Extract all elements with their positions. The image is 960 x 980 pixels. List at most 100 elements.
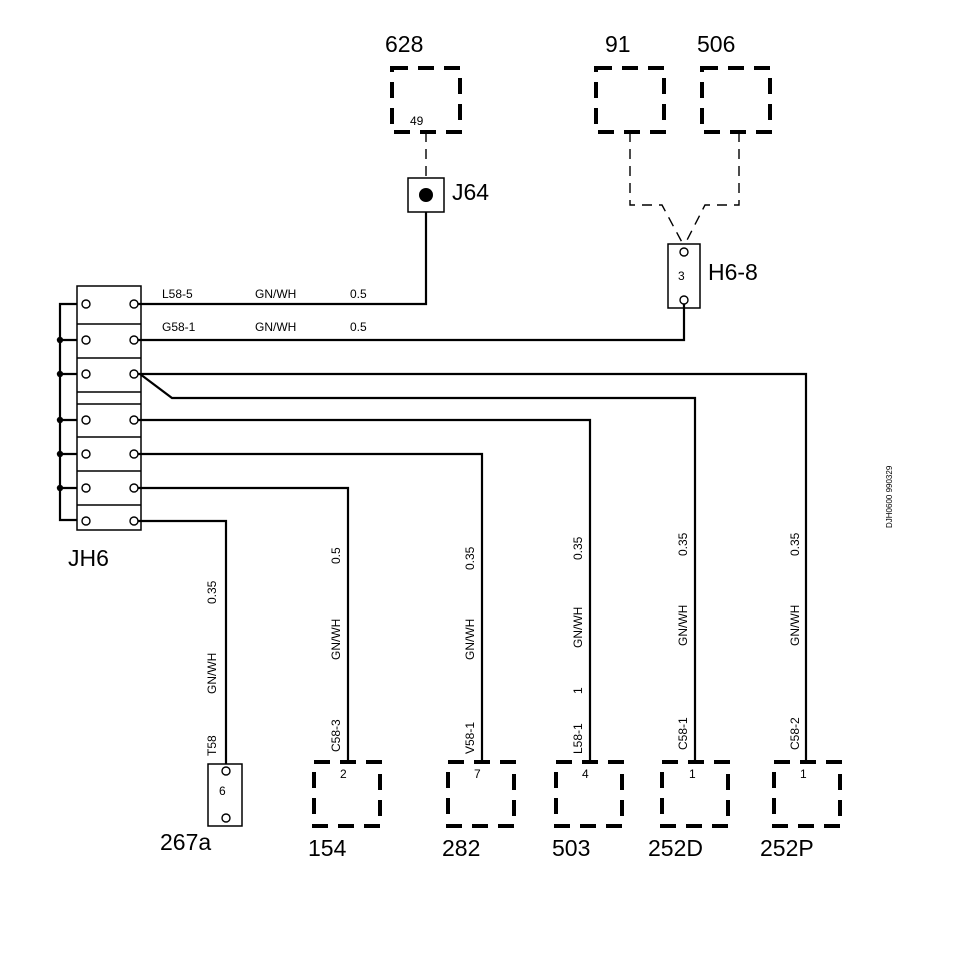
wire-l58-5-id: L58-5 <box>162 287 193 301</box>
wire-t58-id: T58 <box>205 735 219 756</box>
wire-c58-3-color: GN/WH <box>329 619 343 660</box>
wire-g58-1-color: GN/WH <box>255 320 296 334</box>
wire-c58-1-size: 0.35 <box>676 532 690 556</box>
component-91-box <box>594 66 666 134</box>
pin-icon <box>81 369 91 379</box>
connector-j64: J64 <box>407 177 489 213</box>
wire-l58-5 <box>138 212 428 306</box>
wire-c58-3-id: C58-3 <box>329 719 343 752</box>
component-252p: 1 252P <box>760 760 842 861</box>
junction-jh6-body <box>76 285 142 531</box>
component-154-box <box>312 760 382 828</box>
splice-dot <box>419 188 433 202</box>
wire-c58-1-labels: 0.35 GN/WH C58-1 <box>676 532 690 750</box>
junction-jh6-bus <box>58 302 77 522</box>
wire-l58-1 <box>138 418 592 762</box>
wire-c58-2-size: 0.35 <box>788 532 802 556</box>
connector-j64-label: J64 <box>452 179 489 205</box>
component-252d-box <box>660 760 730 828</box>
junction-jh6: JH6 <box>56 285 142 571</box>
component-252d-label: 252D <box>648 835 703 861</box>
link-91-h68 <box>629 132 685 247</box>
component-91: 91 <box>594 31 666 134</box>
component-252d-pin: 1 <box>689 767 696 781</box>
wire-g58-1-size: 0.5 <box>350 320 367 334</box>
wire-l58-1-id: L58-1 <box>571 723 585 754</box>
connector-267a: 6 267a <box>160 763 243 855</box>
wire-v58-1-labels: 0.35 GN/WH V58-1 <box>463 546 477 754</box>
component-282-box <box>446 760 516 828</box>
wire-l58-1-extra: 1 <box>571 687 585 694</box>
pin-icon <box>81 516 91 526</box>
junction-jh6-dividers <box>77 323 141 506</box>
wire-c58-1 <box>139 373 697 762</box>
component-506-label: 506 <box>697 31 735 57</box>
pin-icon <box>81 449 91 459</box>
component-154-pin: 2 <box>340 767 347 781</box>
diagram-code: DJH0600 990329 <box>885 465 894 528</box>
junction-jh6-label: JH6 <box>68 545 109 571</box>
component-154: 2 154 <box>308 760 382 861</box>
component-628: 628 49 <box>385 31 462 134</box>
wire-c58-1-id: C58-1 <box>676 717 690 750</box>
connector-h6-8: 3 H6-8 <box>667 243 758 309</box>
wire-g58-1 <box>138 304 686 342</box>
component-154-label: 154 <box>308 835 347 861</box>
pin-icon <box>221 766 231 776</box>
pin-icon <box>129 449 139 459</box>
component-282-pin: 7 <box>474 767 481 781</box>
connector-h6-8-label: H6-8 <box>708 259 758 285</box>
component-282: 7 282 <box>442 760 516 861</box>
component-503-label: 503 <box>552 835 590 861</box>
connector-h6-8-pin: 3 <box>678 269 685 283</box>
wire-c58-2-labels: 0.35 GN/WH C58-2 <box>788 532 802 750</box>
component-252p-box <box>772 760 842 828</box>
pin-icon <box>679 295 689 305</box>
wire-t58 <box>138 519 228 766</box>
wire-l58-1-labels: 0.35 GN/WH 1 L58-1 <box>571 536 585 754</box>
wire-c58-2-id: C58-2 <box>788 717 802 750</box>
component-503-box <box>554 760 624 828</box>
component-628-label: 628 <box>385 31 423 57</box>
wire-l58-5-color: GN/WH <box>255 287 296 301</box>
pin-icon <box>81 299 91 309</box>
wire-v58-1-size: 0.35 <box>463 546 477 570</box>
component-282-label: 282 <box>442 835 480 861</box>
wire-c58-3-labels: 0.5 GN/WH C58-3 <box>329 547 343 752</box>
pin-icon <box>81 415 91 425</box>
wire-v58-1-id: V58-1 <box>463 722 477 754</box>
component-628-pin: 49 <box>410 114 424 128</box>
bus-taps <box>60 338 77 490</box>
pin-icon <box>129 299 139 309</box>
pin-icon <box>129 369 139 379</box>
pin-icon <box>129 335 139 345</box>
component-252d: 1 252D <box>648 760 730 861</box>
wire-t58-size: 0.35 <box>205 580 219 604</box>
component-252p-pin: 1 <box>800 767 807 781</box>
pin-icon <box>129 415 139 425</box>
wire-v58-1-color: GN/WH <box>463 619 477 660</box>
wire-c58-2 <box>138 372 808 762</box>
pin-icon <box>129 516 139 526</box>
component-91-label: 91 <box>605 31 631 57</box>
wire-l58-5-size: 0.5 <box>350 287 367 301</box>
component-503: 4 503 <box>552 760 624 861</box>
wire-c58-1-color: GN/WH <box>676 605 690 646</box>
connector-267a-pin: 6 <box>219 784 226 798</box>
component-252p-label: 252P <box>760 835 814 861</box>
pin-icon <box>679 247 689 257</box>
junction-pins <box>81 299 139 526</box>
link-506-h68 <box>683 132 740 247</box>
pin-icon <box>81 335 91 345</box>
component-503-pin: 4 <box>582 767 589 781</box>
wire-v58-1 <box>138 452 484 762</box>
pin-icon <box>129 483 139 493</box>
pin-icon <box>221 813 231 823</box>
component-628-box <box>390 66 462 134</box>
connector-267a-label: 267a <box>160 829 211 855</box>
wire-c58-3-size: 0.5 <box>329 547 343 564</box>
pin-icon <box>81 483 91 493</box>
wire-l58-1-size: 0.35 <box>571 536 585 560</box>
wire-l58-1-color: GN/WH <box>571 607 585 648</box>
